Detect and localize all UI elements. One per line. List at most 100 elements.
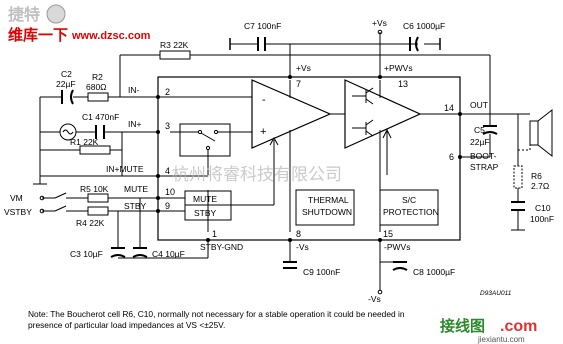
in-minus-label: IN- <box>128 85 140 95</box>
pin-6: 6 <box>449 152 454 162</box>
drawing-code: D93AU011 <box>480 290 512 297</box>
amp-minus-sign: - <box>262 94 266 106</box>
watermark-bottom-right: 接线图 .com jiexiantu.com <box>440 317 537 344</box>
pin-15: 15 <box>383 229 393 239</box>
input-wiring <box>39 96 158 177</box>
minus-vs-bottom-label: -Vs <box>368 294 381 304</box>
watermark-com: .com <box>500 318 537 335</box>
in-plus-label: IN+ <box>128 119 142 129</box>
r5-resistor <box>87 193 109 203</box>
vstby-switch-icon <box>39 205 67 214</box>
output-transistor-icons <box>330 87 374 137</box>
pin-9: 9 <box>165 201 170 211</box>
r2-resistor <box>87 92 109 102</box>
vm-label: VM <box>10 193 23 203</box>
c10-label-line1: C10 <box>535 203 551 213</box>
mute-box-label: MUTE <box>193 194 217 204</box>
watermark-url: jiexiantu.com <box>477 335 525 344</box>
pin-7: 7 <box>296 79 301 89</box>
watermark-logo-line2: 维库一下 <box>8 26 68 44</box>
pin-13: 13 <box>398 79 408 89</box>
thermal-shutdown-block <box>295 189 355 226</box>
in-mute-label: IN+MUTE <box>106 164 144 174</box>
minus-vs-terminal <box>377 289 383 295</box>
c7-label: C7 100nF <box>244 21 281 31</box>
r3-resistor <box>159 50 191 60</box>
mute-switch-icon <box>170 129 252 175</box>
c8-label: C8 1000µF <box>413 267 455 277</box>
pin-4: 4 <box>165 166 170 176</box>
pwvs-inside-label: +PWVs <box>384 63 413 73</box>
mute-pin-label: MUTE <box>124 184 148 194</box>
stby-gnd-label: STBY-GND <box>200 242 243 252</box>
bootstrap-label-line1: BOOT- <box>470 151 497 161</box>
c4-capacitor <box>132 247 148 258</box>
watermark-center: 杭州将睿科技有限公司 <box>172 165 342 184</box>
c2-capacitor <box>61 89 74 105</box>
sc-label-line2: PROTECTION <box>383 207 439 217</box>
r3-label: R3 22K <box>160 40 189 50</box>
globe-icon <box>46 4 66 24</box>
pin-10: 10 <box>165 187 175 197</box>
c10-capacitor <box>511 201 525 211</box>
vs-top-label: +Vs <box>372 18 387 28</box>
c3-label: C3 10µF <box>70 249 103 259</box>
c3-capacitor <box>110 247 126 258</box>
r6-label-line1: R6 <box>531 171 542 181</box>
r4-resistor <box>87 206 109 216</box>
r2-label-line2: 680Ω <box>86 82 107 92</box>
out-label: OUT <box>470 100 488 110</box>
c1-capacitor <box>95 125 105 139</box>
r1-resistor <box>79 145 111 155</box>
c10-label-line2: 100nF <box>530 214 554 224</box>
c4-label: C4 10µF <box>152 249 185 259</box>
amp-plus-sign: + <box>260 126 266 138</box>
r6-label-line2: 2.7Ω <box>531 181 549 191</box>
c6-label: C6 1000µF <box>403 21 445 31</box>
watermark-logo-url: www.dzsc.com <box>71 30 151 42</box>
c2-label-line2: 22µF <box>56 79 76 89</box>
watermark-logo-line1: 捷特 <box>8 5 40 24</box>
sc-protection-block <box>379 189 439 226</box>
speaker-icon <box>529 108 553 158</box>
mute-switch-block <box>179 123 231 157</box>
minus-vs-inside-label: -Vs <box>296 242 309 252</box>
thermal-label-line2: SHUTDOWN <box>302 207 352 217</box>
c8-capacitor <box>392 261 408 271</box>
r1-label: R1 22K <box>70 137 99 147</box>
c5-capacitor <box>482 125 498 135</box>
internal-wiring <box>158 80 460 232</box>
pin-1: 1 <box>212 229 217 239</box>
footnote: Note: The Boucherot cell R6, C10, normal… <box>28 309 405 330</box>
sc-label-line1: S/C <box>402 195 416 205</box>
pin-8: 8 <box>296 229 301 239</box>
c7-capacitor <box>257 37 266 51</box>
thermal-label-line1: THERMAL <box>308 195 349 205</box>
vs-inside-label: +Vs <box>296 63 311 73</box>
c2-label-line1: C2 <box>61 69 72 79</box>
pin-14: 14 <box>444 103 454 113</box>
ground-symbol <box>33 176 47 185</box>
supply-wiring-top <box>119 32 491 114</box>
stby-pin-label: STBY <box>124 201 147 211</box>
vstby-label: VSTBY <box>4 207 32 217</box>
c9-capacitor <box>283 261 297 269</box>
r5-label: R5 10K <box>80 184 109 194</box>
r6-resistor <box>513 165 523 189</box>
pin-2: 2 <box>165 87 170 97</box>
power-amplifier-symbol <box>251 79 332 149</box>
vm-switch-icon <box>39 192 67 201</box>
vs-terminal <box>377 29 383 35</box>
output-wiring <box>460 113 530 230</box>
watermark-brand: 接线图 <box>440 317 485 335</box>
watermark-logo: 捷特 维库一下 www.dzsc.com <box>8 4 151 44</box>
stby-box-label: STBY <box>194 208 217 218</box>
minus-pwvs-inside-label: -PWVs <box>384 242 410 252</box>
c1-label: C1 470nF <box>82 112 119 122</box>
output-stage-symbol <box>344 79 422 149</box>
c5-label-line1: C5 <box>474 125 485 135</box>
pin-3: 3 <box>165 121 170 131</box>
c9-label: C9 100nF <box>303 267 340 277</box>
r2-label-line1: R2 <box>92 72 103 82</box>
